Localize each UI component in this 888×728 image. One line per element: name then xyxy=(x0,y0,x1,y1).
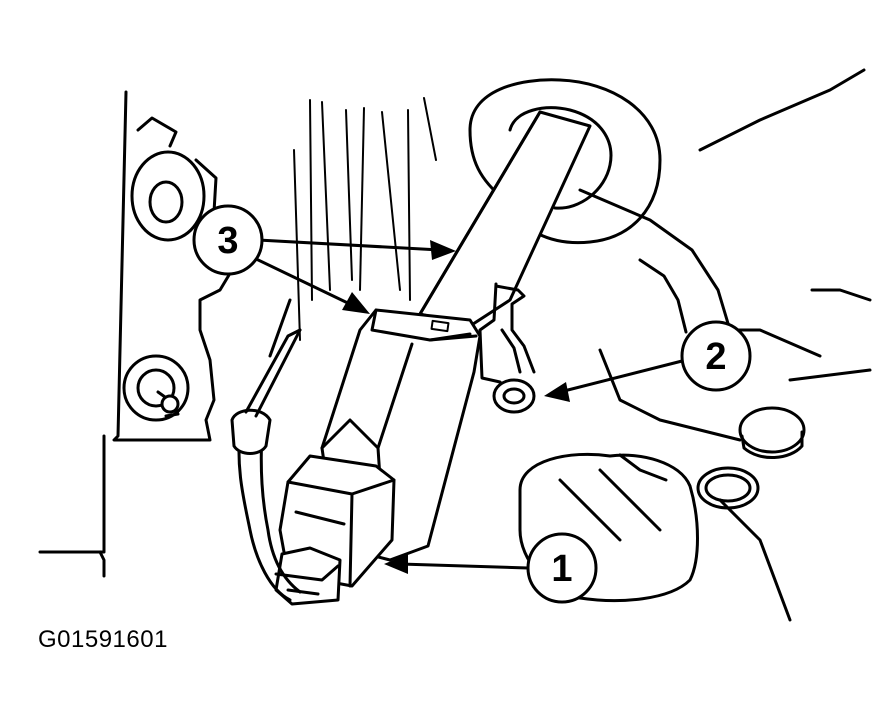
arrowhead-3b xyxy=(342,292,370,314)
callout-1-group: 1 xyxy=(526,532,598,604)
lower-nut xyxy=(122,354,190,422)
upper-stud-bolt xyxy=(130,116,218,242)
arrowhead-3a xyxy=(430,240,456,260)
callout-2-label: 2 xyxy=(705,336,726,378)
callout-3-group: 3 xyxy=(192,204,264,276)
arrowhead-2 xyxy=(544,382,570,402)
electrical-connector xyxy=(274,454,396,606)
round-plug xyxy=(696,406,806,510)
callout-3-label: 3 xyxy=(217,220,238,262)
right-structure xyxy=(578,68,872,622)
arrowhead-1 xyxy=(384,554,408,574)
callout-2-circle xyxy=(680,320,752,392)
mounting-bracket xyxy=(38,90,242,578)
retaining-clip xyxy=(478,282,536,414)
callout-1-circle xyxy=(526,532,598,604)
callout-2-group: 2 xyxy=(680,320,752,392)
figure-id: G01591601 xyxy=(38,626,168,653)
background-lines xyxy=(293,97,437,341)
leader-lines xyxy=(252,238,688,574)
callout-1-label: 1 xyxy=(551,548,572,590)
callout-3-circle xyxy=(192,204,264,276)
sensor-shaft xyxy=(418,110,592,328)
wire-harness xyxy=(230,298,302,602)
